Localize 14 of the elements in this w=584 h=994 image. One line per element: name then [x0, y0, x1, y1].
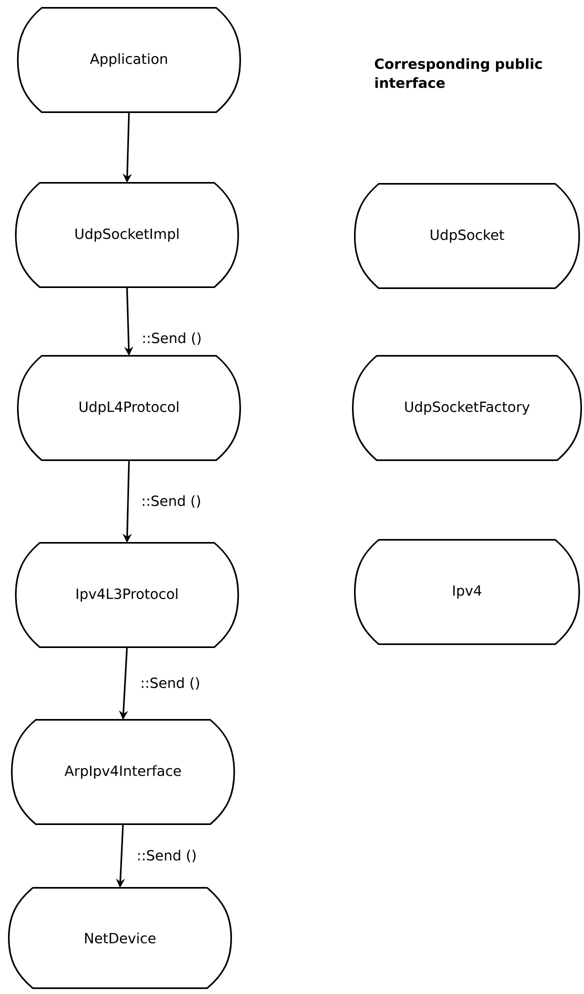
- process-node: UdpSocket: [354, 183, 580, 290]
- edge-label: ::Send (): [138, 850, 196, 862]
- column-heading: Corresponding public interface: [374, 58, 542, 88]
- process-node: Ipv4L3Protocol: [15, 542, 239, 648]
- process-node: UdpL4Protocol: [17, 355, 241, 461]
- edge-label: ::Send (): [142, 677, 200, 690]
- process-node: Ipv4: [354, 539, 580, 645]
- process-node: NetDevice: [8, 887, 232, 989]
- edge-label: ::Send (): [142, 495, 200, 508]
- process-node: UdpSocketImpl: [15, 182, 239, 288]
- process-node: Application: [17, 7, 241, 114]
- process-node: ArpIpv4Interface: [11, 719, 235, 825]
- edge-label: ::Send (): [143, 332, 201, 345]
- process-node: UdpSocketFactory: [352, 355, 582, 461]
